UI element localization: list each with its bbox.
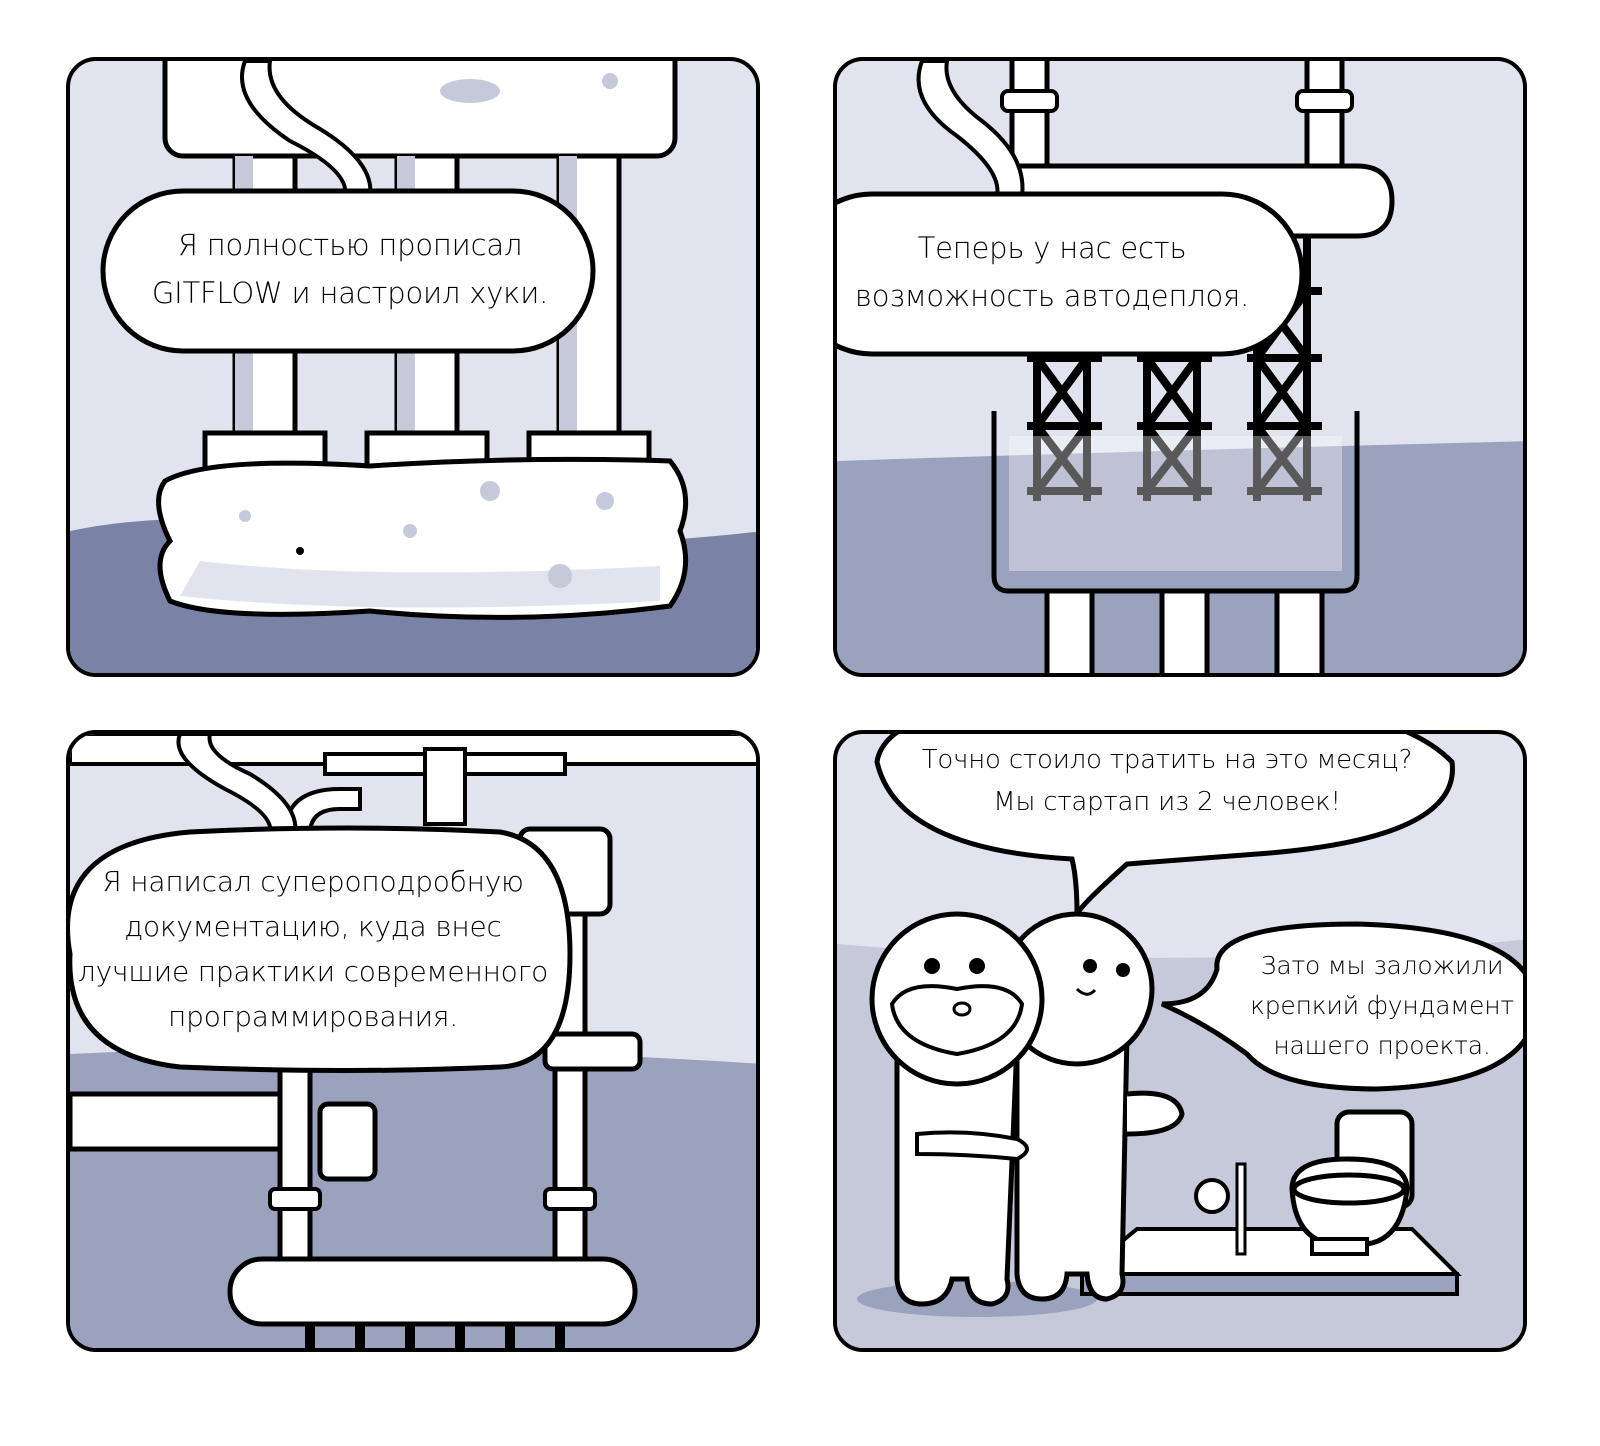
comic-panel-3: Я написал супероподробную документацию, … xyxy=(66,730,760,1352)
ground xyxy=(837,441,1523,673)
pipe-base xyxy=(227,1256,638,1327)
speech-text-top: Точно стоило тратить на это месяц? Мы ст… xyxy=(921,745,1413,817)
speech-bubble-side xyxy=(1160,921,1523,1092)
valve xyxy=(317,1101,378,1182)
comic-panel-1: Я полностью прописал GITFLOW и настроил … xyxy=(66,57,760,677)
shower xyxy=(1235,1162,1247,1256)
pipe xyxy=(70,1091,283,1152)
panel-1-art xyxy=(70,61,756,673)
panel-4-art xyxy=(837,734,1523,1348)
character-right xyxy=(1014,1031,1130,1302)
speech-text: Я полностью прописал GITFLOW и настроил … xyxy=(151,228,549,310)
character-left xyxy=(894,1041,1020,1307)
speech-bubble-top xyxy=(874,734,1455,916)
speech-bubble xyxy=(70,825,573,1073)
panel-2-art xyxy=(837,61,1523,673)
speech-tail xyxy=(916,61,1025,198)
panel-3-art xyxy=(70,734,756,1348)
speech-bubble xyxy=(837,191,1305,357)
comic-panel-2: Теперь у нас есть возможность автодеплоя… xyxy=(833,57,1527,677)
speech-text: Я написал супероподробную документацию, … xyxy=(77,865,549,1033)
speech-text-side: Зато мы заложили крепкий фундамент нашег… xyxy=(1250,951,1514,1060)
platform xyxy=(1080,1272,1459,1296)
speech-text: Теперь у нас есть возможность автодеплоя… xyxy=(854,231,1250,313)
speech-bubble xyxy=(100,188,596,354)
comic-panel-4: Точно стоило тратить на это месяц? Мы ст… xyxy=(833,730,1527,1352)
